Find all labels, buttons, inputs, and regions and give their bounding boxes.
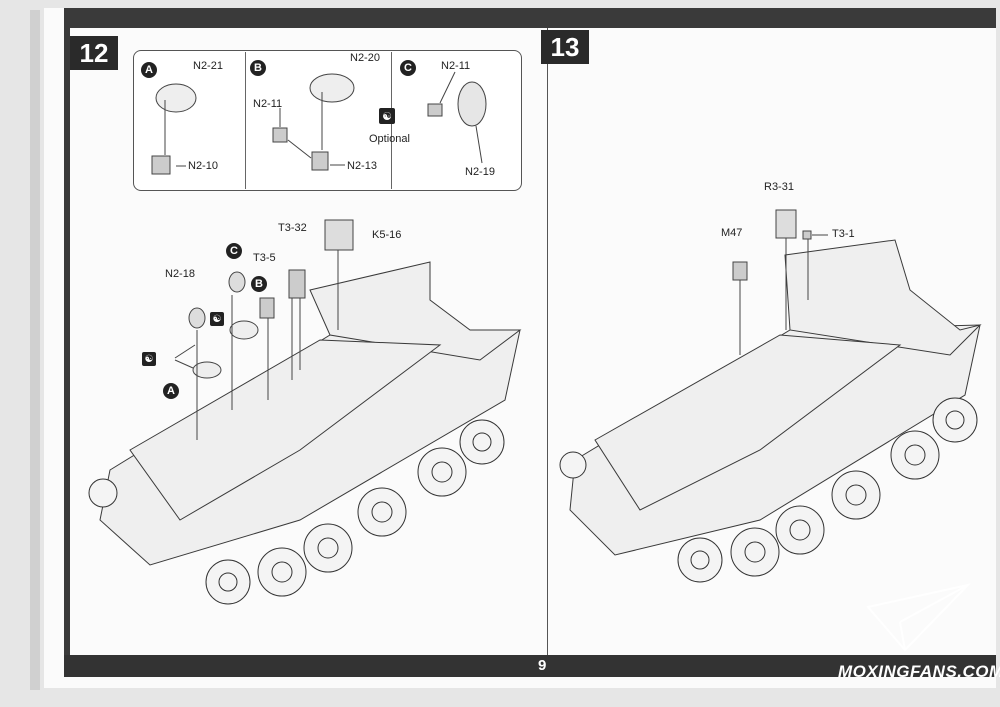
bottom-border-bar	[64, 655, 996, 677]
callout-a-part-top: N2-21	[193, 60, 223, 72]
callout-c-marker: C	[400, 60, 416, 76]
marker-b: B	[251, 276, 267, 292]
page-number: 9	[538, 657, 547, 674]
label-t3-1: T3-1	[832, 228, 855, 240]
part-n2-10-drawing	[151, 155, 171, 175]
callout-b-part-left: N2-11	[253, 98, 283, 110]
part-k5-16-drawing	[324, 219, 354, 251]
road-wheels-step-12	[88, 419, 505, 605]
part-m47-drawing	[732, 261, 748, 281]
optional-label: Optional	[369, 133, 410, 145]
top-border-bar	[64, 8, 996, 28]
label-n2-18: N2-18	[165, 268, 195, 280]
part-r3-31-drawing	[775, 209, 797, 239]
hull-step-12-drawing	[99, 261, 522, 566]
callout-c-part-top: N2-11	[441, 60, 471, 72]
part-t3-1-drawing	[802, 230, 812, 240]
paper-plane-logo-icon	[866, 583, 972, 652]
marker-a: A	[163, 383, 179, 399]
step-13-number: 13	[541, 30, 589, 64]
part-n2-19-drawing	[457, 81, 487, 127]
callout-a-part-bottom: N2-10	[188, 160, 218, 172]
marker-c: C	[226, 243, 242, 259]
road-wheels-step-13	[559, 397, 978, 583]
page-edge	[30, 10, 40, 690]
watermark-text: MOXINGFANS.COM	[838, 662, 1000, 681]
callout-b-part-top: N2-20	[350, 52, 380, 64]
step-divider	[547, 28, 548, 656]
part-n2-13-drawing	[311, 151, 329, 171]
optional-yin-yang-icon: ☯	[142, 352, 156, 366]
left-border-bar	[64, 8, 70, 677]
optional-yin-yang-icon: ☯	[379, 108, 395, 124]
label-r3-31: R3-31	[764, 181, 794, 193]
step-12-number: 12	[70, 36, 118, 70]
optional-yin-yang-icon: ☯	[210, 312, 224, 326]
label-t3-32: T3-32	[278, 222, 307, 234]
hull-step-13-drawing	[569, 239, 982, 556]
part-n2-20-drawing	[309, 73, 355, 103]
callout-b-part-bottom: N2-13	[347, 160, 377, 172]
callout-c-part-bottom: N2-19	[465, 166, 495, 178]
label-k5-16: K5-16	[372, 229, 402, 241]
callout-a-marker: A	[141, 62, 157, 78]
label-m47: M47	[721, 227, 743, 239]
part-n2-11-c-drawing	[427, 103, 443, 117]
callout-b-marker: B	[250, 60, 266, 76]
callout-divider-ab	[245, 52, 246, 189]
label-t3-5: T3-5	[253, 252, 276, 264]
part-n2-11-drawing	[272, 127, 288, 143]
part-n2-21-drawing	[155, 83, 197, 113]
